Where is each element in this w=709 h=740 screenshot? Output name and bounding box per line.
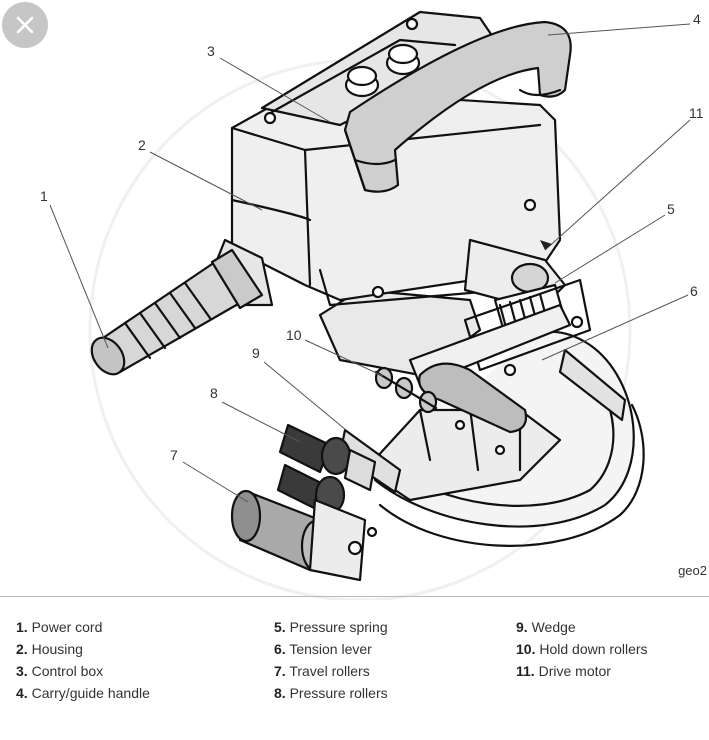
leader-8 bbox=[221, 401, 301, 443]
legend-item: 4. Carry/guide handle bbox=[16, 685, 150, 701]
legend-item: 9. Wedge bbox=[516, 619, 576, 635]
callout-3: 3 bbox=[207, 43, 215, 59]
leader-lines bbox=[49, 23, 691, 503]
legend-column-1: 1. Power cord 2. Housing 3. Control box … bbox=[16, 616, 150, 704]
hold-down-rollers-shape bbox=[374, 366, 438, 414]
leader-11 bbox=[544, 119, 691, 251]
leader-9 bbox=[263, 361, 347, 431]
callout-4: 4 bbox=[693, 11, 701, 27]
legend-divider bbox=[0, 596, 709, 597]
tension-lever-shape bbox=[408, 303, 572, 434]
callout-5: 5 bbox=[667, 201, 675, 217]
legend-column-2: 5. Pressure spring 6. Tension lever 7. T… bbox=[274, 616, 388, 704]
legend-item: 6. Tension lever bbox=[274, 641, 372, 657]
callout-11: 11 bbox=[689, 105, 704, 121]
leader-5 bbox=[554, 214, 666, 284]
legend-item: 5. Pressure spring bbox=[274, 619, 388, 635]
control-box-shape bbox=[260, 10, 497, 127]
callout-6: 6 bbox=[690, 283, 698, 299]
callout-2: 2 bbox=[138, 137, 146, 153]
carry-handle-shape bbox=[343, 20, 572, 193]
leader-3 bbox=[219, 57, 331, 123]
leader-4 bbox=[547, 23, 691, 36]
leader-10 bbox=[304, 339, 384, 377]
legend-item: 1. Power cord bbox=[16, 619, 103, 635]
leader-6 bbox=[541, 294, 689, 361]
leader-11-arrow bbox=[540, 240, 552, 250]
leader-7 bbox=[182, 461, 249, 503]
callout-1: 1 bbox=[40, 188, 48, 204]
callout-8: 8 bbox=[210, 385, 218, 401]
pressure-rollers-shape bbox=[276, 423, 377, 515]
callout-7: 7 bbox=[170, 447, 178, 463]
legend-item: 3. Control box bbox=[16, 663, 104, 679]
callout-10: 10 bbox=[286, 327, 302, 343]
callout-9: 9 bbox=[252, 345, 260, 361]
close-button[interactable] bbox=[2, 2, 48, 48]
leader-1 bbox=[49, 204, 109, 349]
power-cord-shape bbox=[90, 238, 274, 376]
close-icon bbox=[16, 16, 34, 34]
legend-item: 11. Drive motor bbox=[516, 663, 611, 679]
legend-item: 10. Hold down rollers bbox=[516, 641, 648, 657]
travel-roller-shape bbox=[230, 489, 378, 582]
machine-illustration: 1 2 3 4 5 6 7 8 9 10 11 bbox=[40, 10, 704, 600]
image-credit: geo2 bbox=[678, 563, 707, 578]
legend-item: 2. Housing bbox=[16, 641, 83, 657]
leader-2 bbox=[149, 151, 263, 211]
legend-item: 7. Travel rollers bbox=[274, 663, 370, 679]
legend-column-3: 9. Wedge 10. Hold down rollers 11. Drive… bbox=[516, 616, 648, 682]
legend-item: 8. Pressure rollers bbox=[274, 685, 388, 701]
